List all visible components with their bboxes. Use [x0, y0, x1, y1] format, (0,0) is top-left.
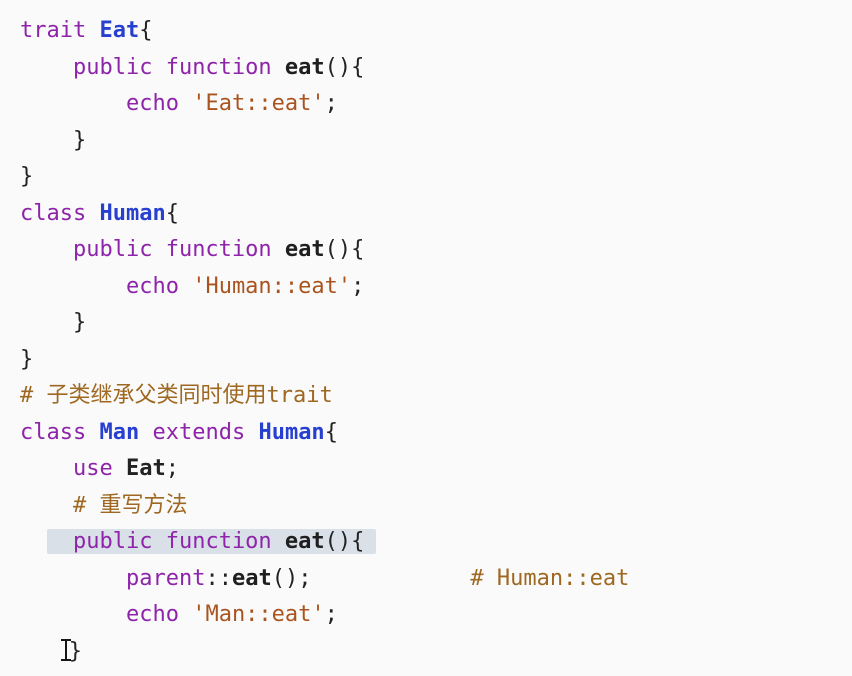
- code-token: # 重写方法: [72, 492, 188, 518]
- code-token: 'Eat::eat': [192, 91, 325, 116]
- code-token: eat: [284, 529, 325, 554]
- code-token: (){: [324, 237, 365, 262]
- code-token: [20, 274, 126, 299]
- code-token: echo: [125, 273, 193, 299]
- code-token: Eat: [125, 456, 166, 481]
- code-line[interactable]: class Man extends Human{: [20, 415, 852, 452]
- code-token: [20, 91, 126, 116]
- code-line[interactable]: }: [20, 305, 852, 342]
- code-line[interactable]: echo 'Human::eat';: [20, 269, 852, 306]
- code-token: }: [20, 164, 34, 189]
- code-token: public function: [73, 529, 285, 554]
- code-line[interactable]: }: [20, 634, 852, 671]
- code-line[interactable]: # 子类继承父类同时使用trait: [20, 378, 852, 415]
- code-token: }: [20, 346, 34, 372]
- code-token: ();: [271, 565, 312, 591]
- code-token: [47, 529, 74, 554]
- code-token: echo: [125, 602, 193, 627]
- code-token: # Human::eat: [470, 565, 630, 591]
- code-token: }: [20, 127, 87, 153]
- code-token: eat: [284, 54, 325, 80]
- code-token: eat: [284, 237, 325, 262]
- code-token: ;: [324, 91, 338, 116]
- code-token: [20, 55, 73, 80]
- code-line[interactable]: class Human{: [20, 196, 852, 233]
- code-line[interactable]: public function eat(){: [20, 524, 852, 561]
- code-line[interactable]: public function eat(){: [20, 232, 852, 269]
- code-token: ;: [351, 273, 365, 299]
- code-token: eat: [231, 565, 272, 591]
- code-token: trait: [20, 18, 100, 43]
- code-token: [20, 456, 73, 481]
- text-cursor-icon: [60, 638, 72, 661]
- code-token: (){: [324, 54, 365, 80]
- code-token: (){: [324, 529, 365, 554]
- code-token: class: [20, 419, 100, 445]
- code-token: use: [72, 456, 126, 481]
- code-token: [20, 639, 60, 664]
- code-token: [311, 566, 470, 591]
- code-token: 'Human::eat': [192, 273, 352, 299]
- selection-highlight: public function eat(){: [46, 529, 377, 554]
- code-line[interactable]: public function eat(){: [20, 50, 852, 87]
- code-token: [20, 602, 126, 627]
- code-token: Human: [99, 200, 166, 226]
- code-line[interactable]: }: [20, 123, 852, 160]
- code-token: {: [324, 419, 338, 445]
- code-token: {: [165, 200, 179, 226]
- code-token: [20, 237, 73, 262]
- code-line[interactable]: }: [20, 342, 852, 379]
- code-token: # 子类继承父类同时使用trait: [20, 383, 333, 408]
- code-token: [20, 566, 126, 591]
- code-token: [20, 529, 47, 554]
- code-line[interactable]: echo 'Man::eat';: [20, 597, 852, 634]
- code-token: Man: [99, 419, 140, 445]
- code-token: ;: [165, 456, 179, 481]
- code-token: }: [20, 310, 87, 335]
- code-token: 'Man::eat': [192, 602, 325, 627]
- code-token: }: [68, 638, 82, 664]
- code-token: parent: [125, 565, 206, 591]
- code-line[interactable]: parent::eat(); # Human::eat: [20, 561, 852, 598]
- code-token: Eat: [99, 18, 140, 43]
- code-token: [20, 493, 73, 518]
- code-token: ;: [324, 602, 338, 627]
- code-token: extends: [139, 419, 259, 445]
- code-token: public function: [72, 237, 285, 262]
- code-token: public function: [72, 54, 285, 80]
- code-line[interactable]: }: [20, 159, 852, 196]
- code-token: ::: [205, 565, 232, 591]
- code-line[interactable]: echo 'Eat::eat';: [20, 86, 852, 123]
- code-line[interactable]: use Eat;: [20, 451, 852, 488]
- code-line[interactable]: # 重写方法: [20, 488, 852, 525]
- code-token: class: [20, 200, 100, 226]
- code-line[interactable]: trait Eat{: [20, 13, 852, 50]
- code-token: echo: [125, 91, 193, 116]
- code-token: {: [139, 18, 153, 43]
- code-token: Human: [258, 419, 325, 445]
